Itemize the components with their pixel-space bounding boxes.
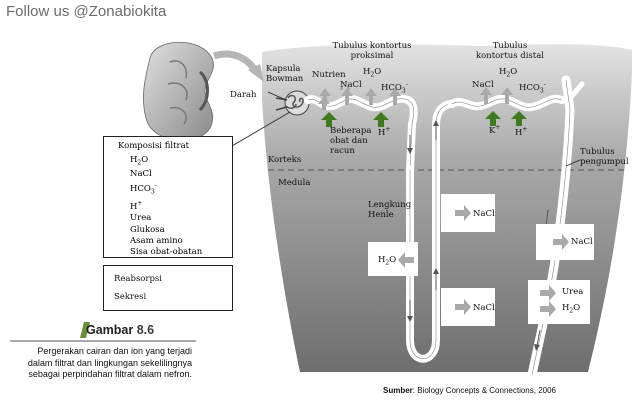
henle-nacl-label: NaCl [473,209,495,219]
distal-label-line2: kontortus distal [475,51,545,61]
cortex-label: Korteks [268,155,302,165]
legend-reabsorption-label: Reabsorpsi [114,274,163,284]
figure-accent [80,322,90,338]
legend-box: Reabsorpsi Sekresi [103,265,233,311]
glomerulus [275,90,310,116]
drugs-line3: racun [330,146,355,156]
figure-title: Gambar 8.6 [86,323,154,337]
bowman-label-line1: Kapsula [266,64,301,74]
duct-urea-label: Urea [562,287,584,297]
distal-k-plus: K+ [489,124,501,136]
composition-item: Sisa obat-obatan [130,247,203,258]
distal-nacl: NaCl [472,80,494,90]
figure-number: 8.6 [136,323,155,337]
distal-label-line1: Tubulus [492,41,528,51]
proximal-nacl: NaCl [340,80,362,90]
composition-item: NaCl [130,168,152,179]
watermark: Follow us @Zonabiokita [6,3,167,20]
duct-h2o-label: H2O [562,303,581,315]
bowman-label-line2: Bowman [266,74,304,84]
duct-urea-box [528,280,590,324]
filtrate-composition-box: Komposisi filtrat H2O NaCl HCO3- H+ Urea… [103,136,233,258]
distal-hco3: HCO3- [519,81,546,95]
source-label: Sumber [383,386,413,395]
bowman-capsule-label: Kapsula Bowman [266,64,303,84]
henle-line1: Lengkung [368,200,412,210]
duct-line1: Tubulus [580,147,615,157]
distal-tubule-label: Tubulus kontortus distal [466,41,554,61]
duct-line2: pengumpul [580,157,629,167]
duct-nacl-label: NaCl [571,237,593,247]
figure-label: Gambar [86,323,134,337]
source-credit: Sumber: Biology Concepts & Connections, … [383,386,556,395]
henle-h2o-label: H2O [378,255,397,267]
proximal-label-line1: Tubulus kontortus [332,41,412,51]
loop-of-henle-label: Lengkung Henle [368,200,411,220]
henle-nacl-label-2: NaCl [473,303,495,313]
medulla-label: Medula [278,178,311,188]
kidney-illustration [143,41,214,142]
proximal-h2o: H2O [363,67,382,79]
proximal-label-line2: proksimal [350,51,394,61]
proximal-h-plus: H+ [378,126,391,138]
composition-item: H2O [130,155,149,167]
proximal-hco3: HCO3- [381,81,408,95]
distal-h-plus: H+ [515,126,528,138]
drugs-line2: obat dan [330,136,368,146]
source-text: : Biology Concepts & Connections, 2006 [412,386,556,395]
composition-title: Komposisi filtrat [118,141,190,151]
figure-caption: Pergerakan cairan dan ion yang terjadi d… [27,346,192,379]
henle-line2: Henle [368,210,394,220]
composition-item: H+ [130,200,143,212]
nutrient-label: Nutrien [312,70,346,80]
composition-item: Glukosa [130,224,165,235]
composition-list: H2O NaCl HCO3- H+ Urea Glukosa Asam amin… [130,155,202,258]
drugs-toxins-label: Beberapa obat dan racun [330,126,371,156]
composition-item: Asam amino [130,235,183,246]
blood-label: Darah [230,90,257,100]
legend-secretion-label: Sekresi [114,292,147,302]
proximal-tubule-label: Tubulus kontortus proksimal [326,41,418,61]
composition-item: Urea [130,213,152,224]
distal-h2o: H2O [499,67,518,79]
drugs-line1: Beberapa [330,126,372,136]
collecting-duct-label: Tubulus pengumpul [580,147,629,167]
composition-item: HCO3- [130,182,157,196]
